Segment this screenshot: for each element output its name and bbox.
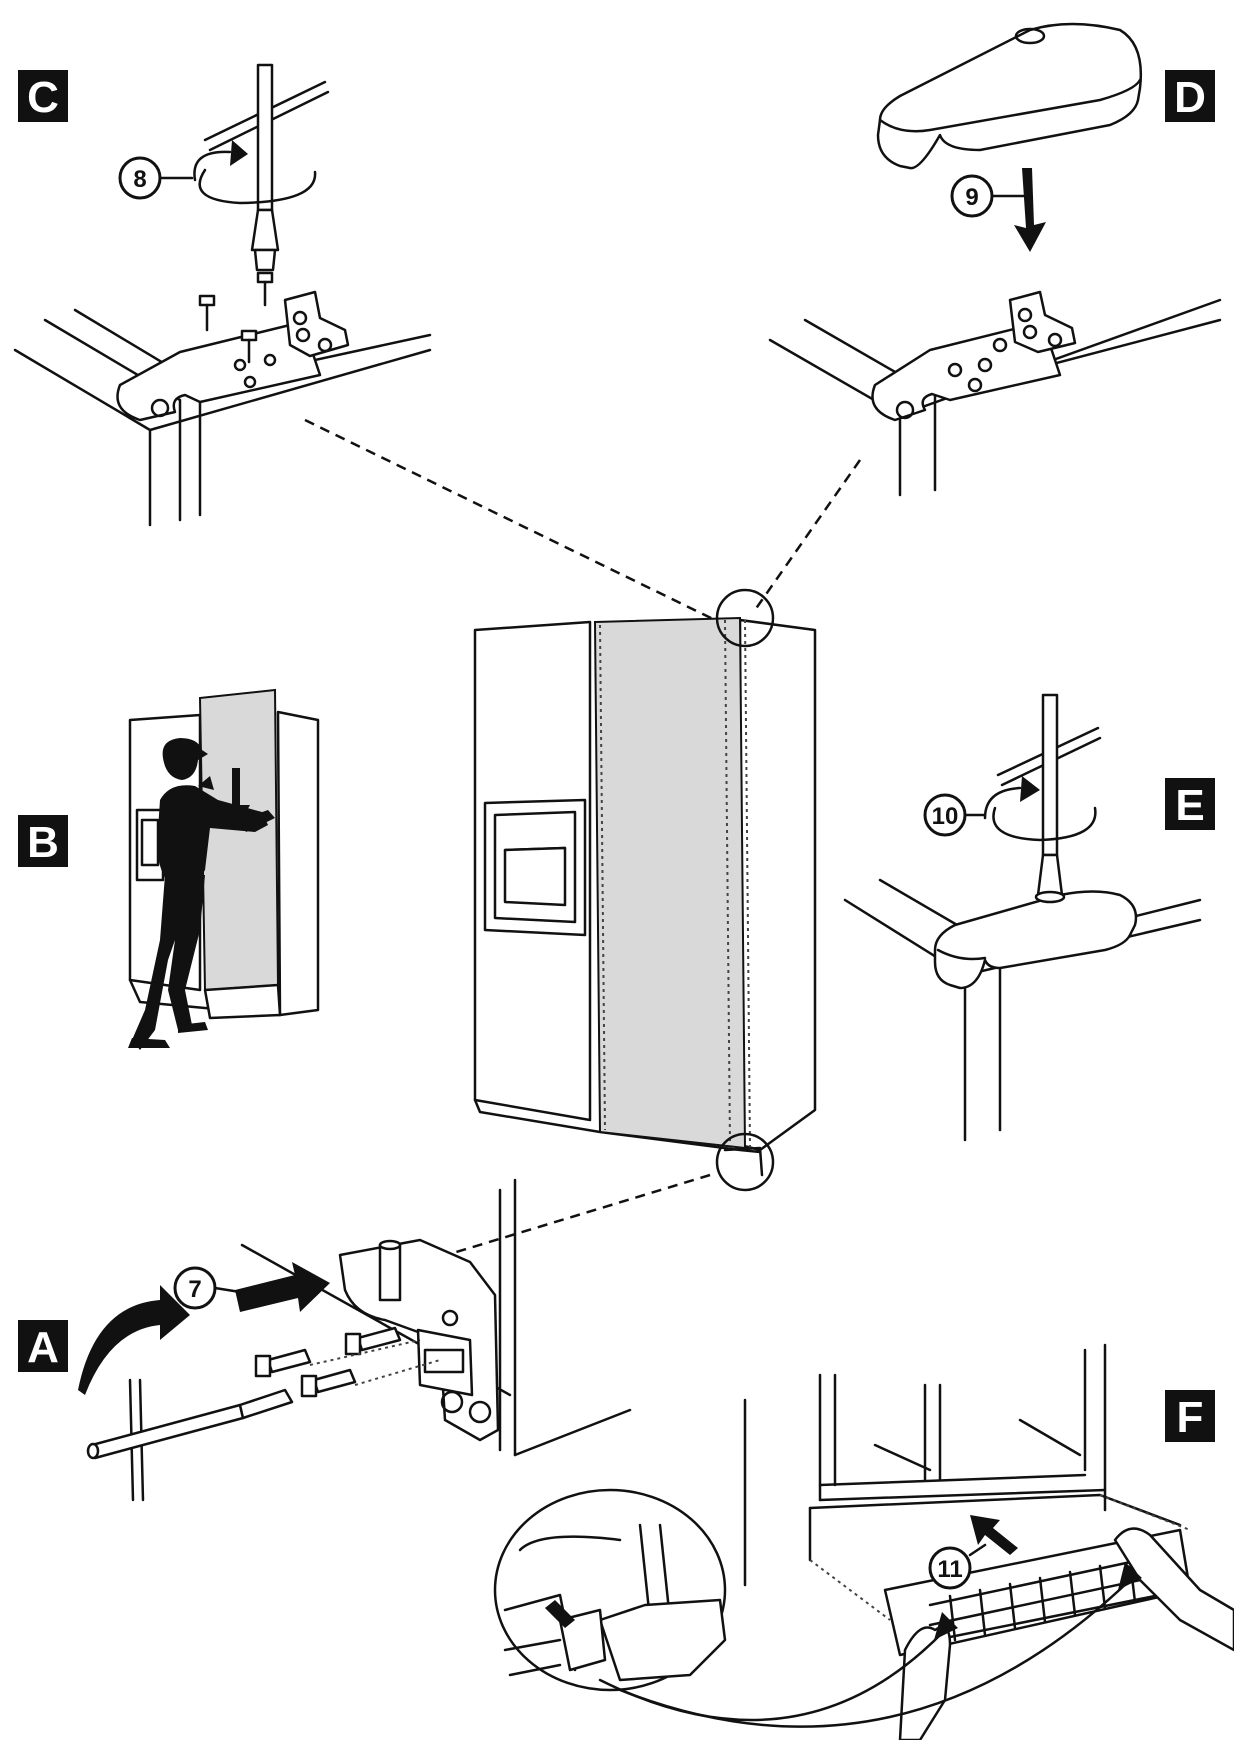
panel-label-d: D xyxy=(1174,73,1206,122)
right-hand-icon xyxy=(1113,1527,1234,1652)
panel-label-a: A xyxy=(27,1323,59,1372)
door-panel-b xyxy=(198,688,280,992)
bolt-icon xyxy=(240,329,258,364)
technician-figure xyxy=(128,738,275,1050)
lower-hinge-callout xyxy=(715,1132,775,1192)
panel-label-c: C xyxy=(27,73,59,122)
hinge-cover-installed-icon xyxy=(933,890,1138,990)
panel-label-b-box xyxy=(18,815,68,867)
t-wrench-icon-e xyxy=(996,693,1102,904)
t-wrench-icon xyxy=(203,63,330,272)
panel-label-f-box xyxy=(1165,1390,1215,1442)
panel-label-b: B xyxy=(27,818,59,867)
bolt-icon xyxy=(256,271,274,307)
upper-hinge-callout xyxy=(715,588,775,648)
left-hand-icon xyxy=(898,1625,952,1740)
panel-label-e-box xyxy=(1165,778,1215,830)
panel-label-a-box xyxy=(18,1320,68,1372)
panel-e: 10 E xyxy=(843,693,1215,1142)
step-number-9: 9 xyxy=(965,184,978,211)
bolt-icon-a3 xyxy=(300,1368,357,1398)
panel-a: 7 A xyxy=(18,1178,632,1502)
panel-c: 8 C xyxy=(13,63,432,527)
panel-f: 11 F xyxy=(493,1343,1234,1740)
panel-label-c-box xyxy=(18,70,68,122)
grille-clip-detail xyxy=(493,1488,727,1692)
bolt-icon xyxy=(198,294,216,332)
panel-b: B xyxy=(18,688,320,1050)
t-wrench-icon-a xyxy=(86,1378,294,1502)
step-number-10: 10 xyxy=(932,803,959,830)
step-number-7: 7 xyxy=(188,1276,201,1303)
bolt-icon-a2 xyxy=(344,1326,402,1356)
hinge-plate-icon xyxy=(116,323,322,422)
step-number-11: 11 xyxy=(937,1556,962,1583)
panel-label-f: F xyxy=(1177,1393,1204,1442)
panel-d: 9 D xyxy=(768,22,1222,497)
hinge-cover-icon xyxy=(876,22,1142,170)
panel-label-d-box xyxy=(1165,70,1215,122)
door-panel xyxy=(593,616,747,1150)
bolt-icon-a1 xyxy=(254,1348,312,1378)
panel-label-e: E xyxy=(1175,781,1204,830)
step-number-8: 8 xyxy=(133,166,146,193)
refrigerator xyxy=(304,418,862,1262)
